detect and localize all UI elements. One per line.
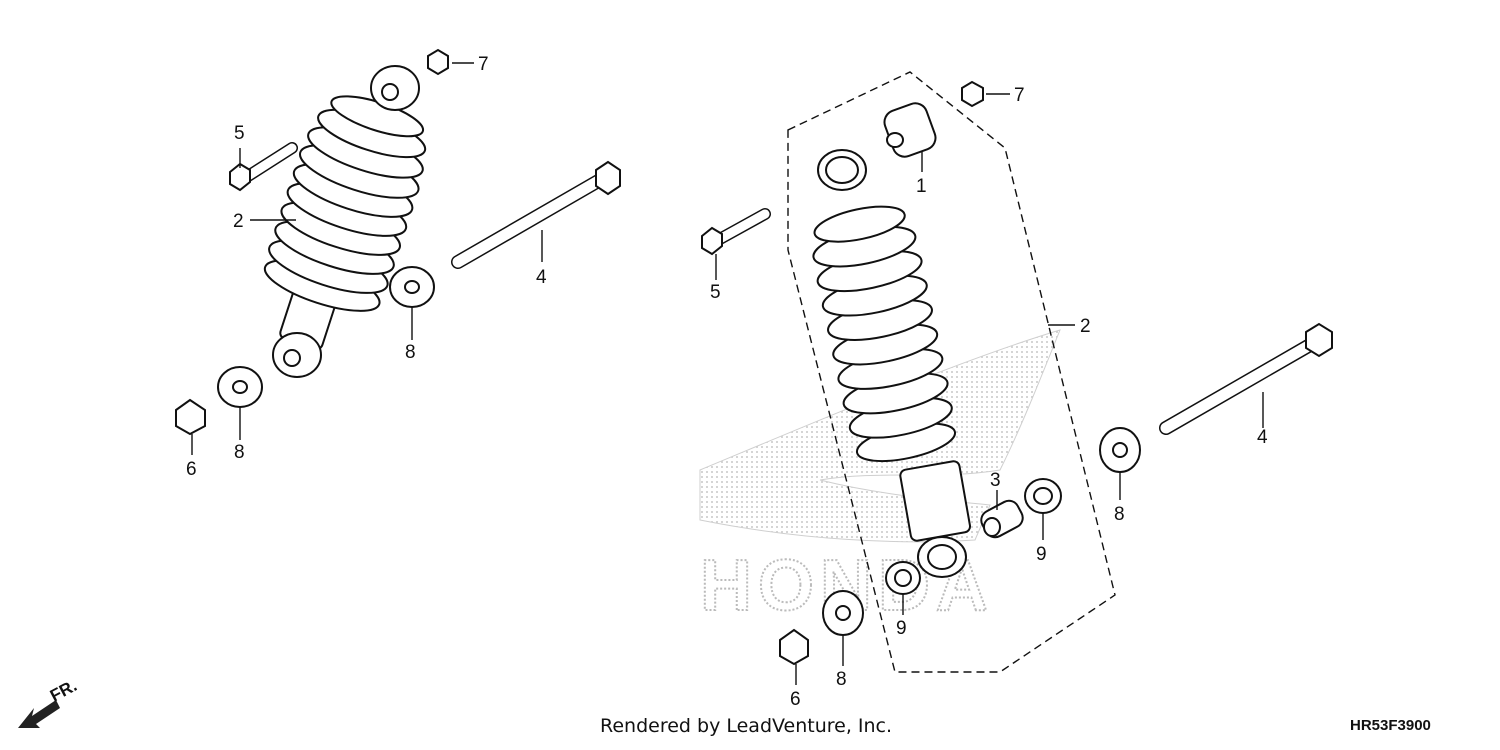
- callout-8-left-lower: 8: [234, 442, 245, 463]
- callout-4-left: 4: [536, 267, 547, 288]
- left-long-bolt: [451, 160, 621, 269]
- left-washer-lower: [217, 366, 263, 408]
- callout-6-right: 6: [790, 689, 801, 710]
- left-short-bolt: [229, 142, 298, 192]
- render-credit: Rendered by LeadVenture, Inc.: [600, 715, 892, 737]
- right-shock-assembly: [701, 71, 1333, 673]
- left-washer-upper: [389, 266, 435, 308]
- left-top-nut: [427, 48, 449, 76]
- right-top-bushing: [883, 102, 937, 158]
- front-direction-label: FR.: [47, 676, 80, 706]
- callout-9-left: 9: [896, 618, 907, 639]
- left-shock-assembly: [175, 48, 621, 436]
- callout-9-right: 9: [1036, 544, 1047, 565]
- callout-1: 1: [916, 176, 927, 197]
- right-dust-seal-right: [1024, 478, 1062, 514]
- callout-7-left: 7: [478, 54, 489, 75]
- front-arrow-icon: [18, 700, 60, 728]
- right-flange-nut: [779, 628, 809, 666]
- right-top-nut: [961, 80, 984, 108]
- callout-7-right: 7: [1014, 85, 1025, 106]
- callout-5-left: 5: [234, 123, 245, 144]
- right-dust-seal-left: [885, 561, 921, 595]
- right-long-bolt: [1159, 322, 1333, 435]
- callout-5-right: 5: [710, 282, 721, 303]
- callout-3: 3: [990, 470, 1001, 491]
- callout-2-left: 2: [233, 211, 244, 232]
- left-flange-nut: [175, 398, 206, 436]
- callout-2-right: 2: [1080, 316, 1091, 337]
- front-direction-indicator: FR.: [18, 676, 80, 728]
- right-shock-absorber: [812, 149, 972, 578]
- callout-8-right: 8: [1114, 504, 1125, 525]
- callout-6-left: 6: [186, 459, 197, 480]
- right-collar: [980, 499, 1024, 539]
- diagram-code: HR53F3900: [1350, 717, 1431, 734]
- callout-8-right-lower: 8: [836, 669, 847, 690]
- right-washer-lower: [822, 590, 864, 636]
- callout-4-right: 4: [1257, 427, 1268, 448]
- callout-8-left-upper: 8: [405, 342, 416, 363]
- right-short-bolt: [701, 208, 771, 256]
- left-shock-absorber: [263, 65, 427, 378]
- assembly-boundary-outline: [787, 71, 1116, 673]
- right-washer-right: [1099, 427, 1141, 473]
